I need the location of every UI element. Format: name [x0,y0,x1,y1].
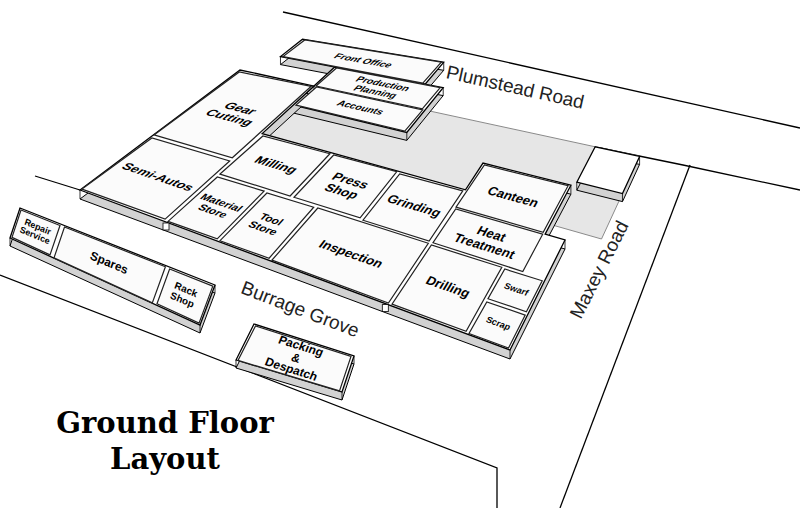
room-name: Heat Treatment [452,219,525,261]
doorway [163,223,169,230]
wall-edge [576,182,577,190]
room-floor [12,210,60,255]
wall-edge [280,57,281,65]
doorway [382,305,388,312]
wall-face [80,79,571,359]
room-floor [469,302,525,348]
room-label: Heat Treatment [452,219,525,261]
wall-top [577,147,640,194]
room-floor [54,227,165,303]
room: Repair Service [10,208,62,257]
room-floor [296,87,423,131]
main-works [80,70,571,359]
room-floor [157,269,213,323]
wall-edge [236,360,237,368]
road-edge [283,12,800,128]
diagram-title: Ground Floor Layout [15,405,315,478]
room: Scrap [467,300,527,350]
wall-edge [200,325,201,333]
despatch-block [236,324,354,400]
wall-edge [406,132,407,140]
wall-edge [510,350,511,359]
wall-edge [10,238,11,246]
wall-edge [80,190,81,199]
wall-edge [342,392,343,400]
shed [577,147,640,202]
wall-top [236,324,354,392]
room: Spares [52,225,167,305]
street-name: Plumstead Road [444,62,586,113]
road-edge [35,176,80,190]
wall-edge [622,194,623,202]
room-floor [238,326,351,391]
road-edges [0,12,800,508]
wall-face [10,216,215,333]
room: Rack Shop [155,267,215,325]
street-name: Maxey Road [566,218,633,323]
room: Packing & Despatch [236,324,353,393]
